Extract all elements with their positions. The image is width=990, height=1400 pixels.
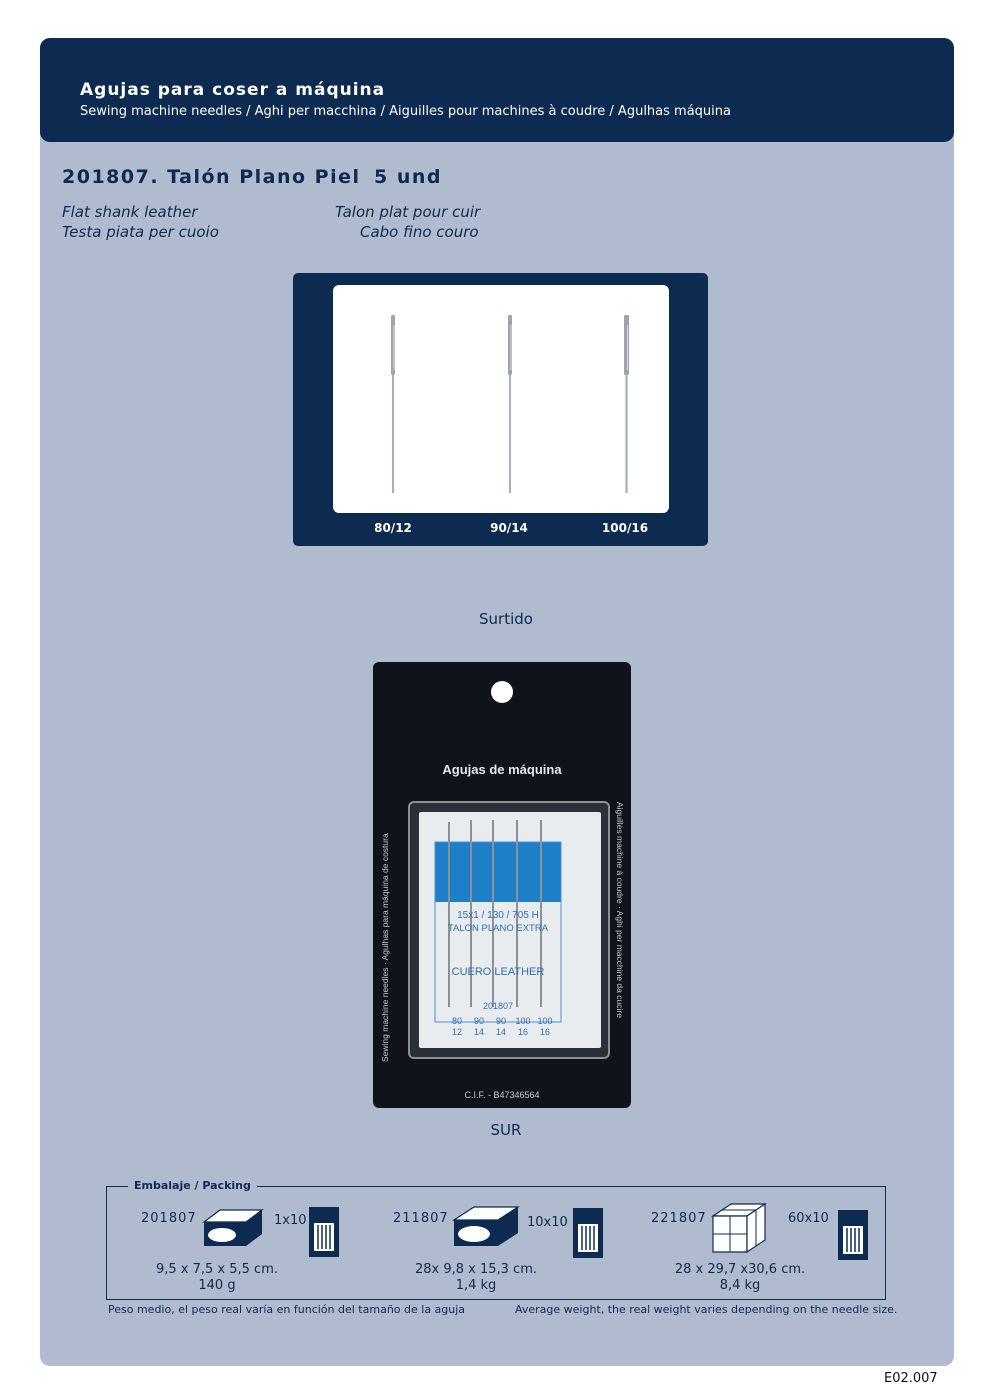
packing-dims: 28x 9,8 x 15,3 cm.	[414, 1262, 538, 1277]
pack-size-bottom: 12	[452, 1027, 462, 1037]
packing-dims: 28 x 29,7 x30,6 cm.	[674, 1262, 806, 1277]
pack-size-bottom: 14	[474, 1027, 484, 1037]
needle-pack-icon	[309, 1207, 339, 1257]
header-title: Agujas para coser a máquina	[80, 80, 386, 100]
packing-dims: 9,5 x 7,5 x 5,5 cm.	[155, 1262, 278, 1277]
product-name-pt: Cabo fino couro	[360, 223, 479, 241]
pack-spec: 15x1 / 130 / 705 H	[457, 910, 539, 921]
product-name-fr: Talon plat pour cuir	[335, 203, 481, 221]
sur-caption: SUR	[490, 1121, 522, 1139]
product-quantity: 5 und	[374, 166, 442, 188]
header-subtitle: Sewing machine needles / Aghi per macchi…	[80, 104, 731, 119]
packing-code: 211807	[393, 1211, 449, 1226]
packing-section	[106, 1186, 886, 1300]
pack-side-right: Aiguilles machine à coudre · Aghi per ma…	[615, 802, 625, 1018]
packing-code: 221807	[651, 1211, 707, 1226]
pack-side-left: Sewing machine needles · Agulhas para má…	[380, 833, 390, 1062]
pack-header: Agujas de máquina	[442, 762, 562, 777]
packing-qty: 10x10	[527, 1215, 568, 1230]
needle-90-14	[508, 315, 512, 493]
pack-size-top: 80	[452, 1016, 462, 1026]
packing-weight: 140 g	[198, 1278, 236, 1293]
pack-material: CUERO LEATHER	[452, 966, 545, 978]
needle-100-16	[624, 315, 629, 493]
shipping-carton-icon	[711, 1202, 767, 1254]
needle-size-label: 100/16	[601, 521, 649, 535]
needle-photo-panel: 80/12 90/14 100/16	[293, 273, 708, 546]
assorted-caption: Surtido	[479, 610, 533, 628]
needle-80-12	[391, 315, 395, 493]
pack-size-top: 100	[515, 1016, 530, 1026]
display-box-icon	[452, 1206, 520, 1246]
needle-photo	[333, 285, 669, 513]
needle-pack-icon	[573, 1208, 603, 1258]
footnote-en: Average weight, the real weight varies d…	[515, 1303, 898, 1316]
blister-pack-image: Agujas de máquina Sewing machine needles…	[380, 681, 625, 1100]
packing-code: 201807	[141, 1211, 197, 1226]
product-title: 201807. Talón Plano Piel	[62, 166, 361, 188]
needle-pack-icon	[838, 1210, 868, 1260]
page-reference: E02.007	[884, 1371, 938, 1386]
packing-qty: 60x10	[788, 1211, 829, 1226]
packing-qty: 1x10	[274, 1213, 307, 1228]
pack-size-bottom: 16	[540, 1027, 550, 1037]
pack-size-top: 90	[474, 1016, 484, 1026]
packing-weight: 1,4 kg	[455, 1278, 497, 1293]
pack-code: 201807	[483, 1001, 513, 1011]
pack-type: TALON PLANO EXTRA	[448, 923, 549, 934]
pack-size-top: 90	[496, 1016, 506, 1026]
pack-size-bottom: 14	[496, 1027, 506, 1037]
pack-size-bottom: 16	[518, 1027, 528, 1037]
pack-size-top: 100	[537, 1016, 552, 1026]
needle-size-label: 90/14	[490, 521, 528, 535]
packing-legend: Embalaje / Packing	[128, 1179, 257, 1192]
needle-size-label: 80/12	[374, 521, 412, 535]
hang-hole-icon	[491, 681, 513, 703]
package-photo: Agujas de máquina Sewing machine needles…	[373, 662, 631, 1108]
footnote-es: Peso medio, el peso real varía en funció…	[108, 1303, 466, 1316]
single-box-icon	[202, 1209, 264, 1246]
header-banner: Agujas para coser a máquina Sewing machi…	[40, 38, 954, 142]
needles-image	[391, 315, 629, 493]
pack-cif: C.I.F. - B47346564	[464, 1090, 539, 1100]
packing-weight: 8,4 kg	[719, 1278, 761, 1293]
product-name-it: Testa piata per cuoio	[62, 223, 219, 241]
product-name-en: Flat shank leather	[62, 203, 198, 221]
